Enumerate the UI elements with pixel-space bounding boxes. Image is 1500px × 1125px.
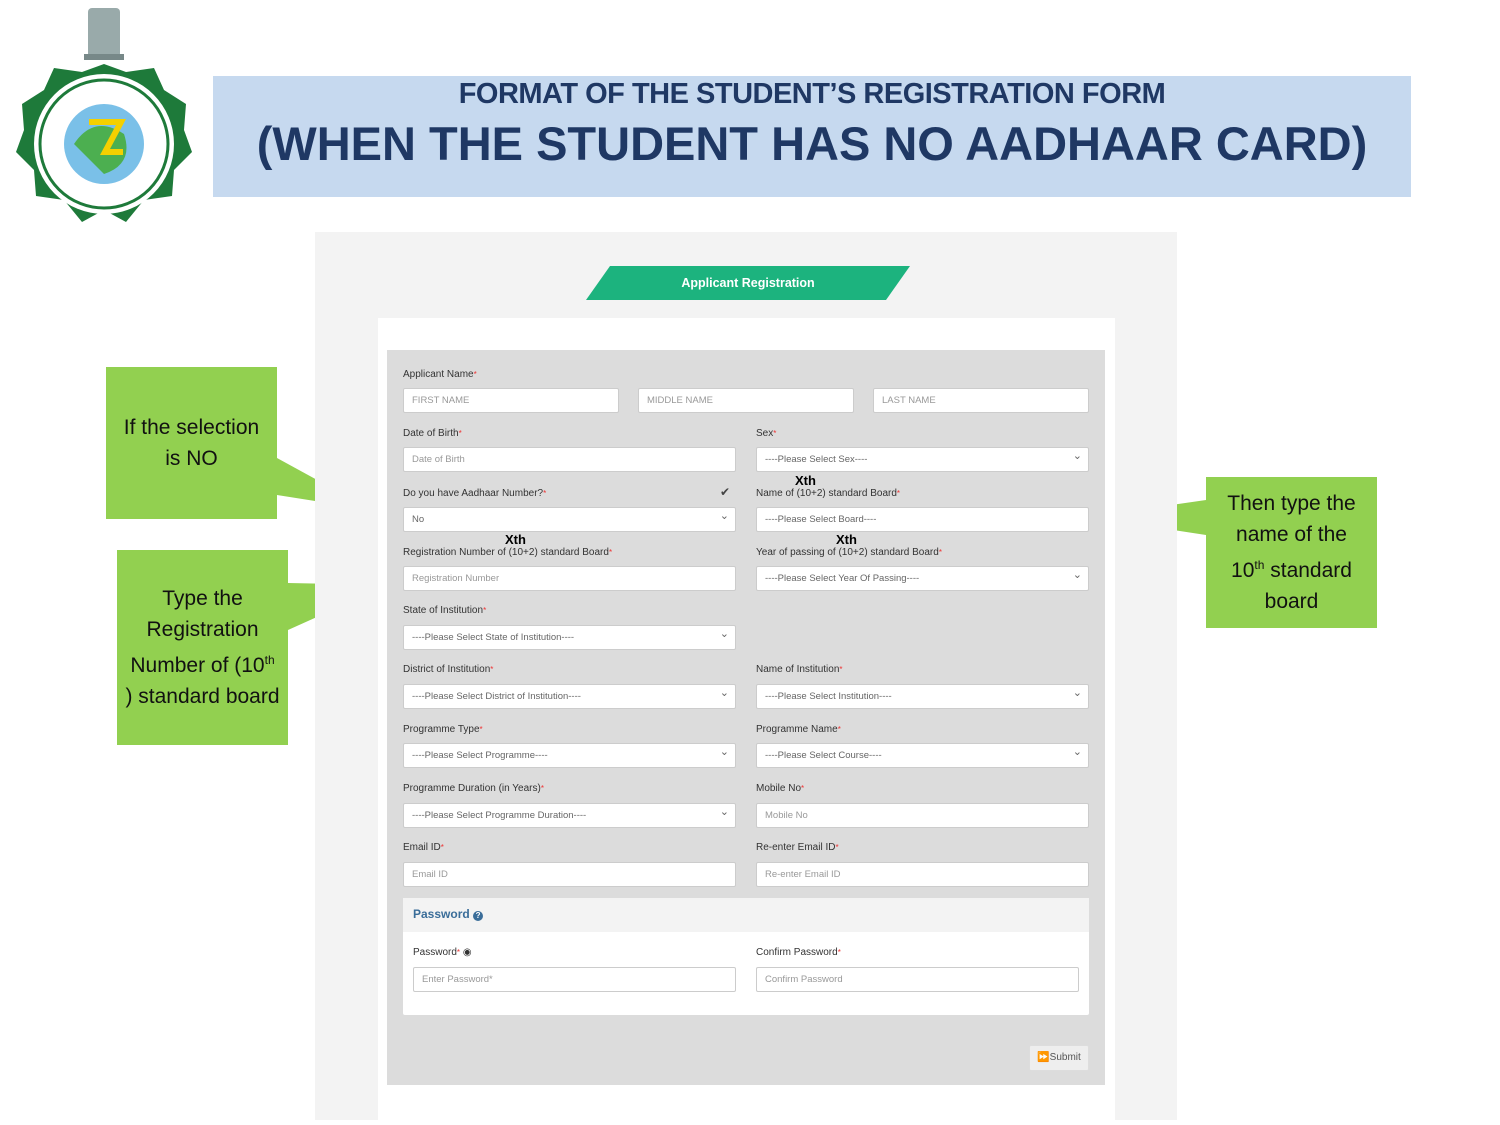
eye-icon[interactable]: ◉ [462,947,472,958]
banner-shape [586,266,910,300]
year-select[interactable]: ----Please Select Year Of Passing---- [756,566,1089,591]
board-name-label: Name of (10+2) standard Board* [756,488,901,499]
dob-input[interactable]: Date of Birth [403,447,736,472]
govt-west-bengal-logo [16,8,192,222]
reemail-input[interactable]: Re-enter Email ID [756,862,1089,887]
check-icon: ✔ [720,485,731,499]
password-section-header: Password ? [403,898,1089,932]
first-name-input[interactable]: FIRST NAME [403,388,619,413]
email-label: Email ID* [403,842,444,853]
district-select[interactable]: ----Please Select District of Institutio… [403,684,736,709]
sex-select[interactable]: ----Please Select Sex---- [756,447,1089,472]
mobile-input[interactable]: Mobile No [756,803,1089,828]
callout-registration-number: Type the Registration Number of (10th ) … [117,550,288,745]
last-name-input[interactable]: LAST NAME [873,388,1089,413]
reg-no-label: Registration Number of (10+2) standard B… [403,547,613,558]
slide-subtitle: (WHEN THE STUDENT HAS NO AADHAAR CARD) [256,117,1368,170]
prog-name-label: Programme Name* [756,724,841,735]
institution-select[interactable]: ----Please Select Institution---- [756,684,1089,709]
confirm-password-input[interactable]: Confirm Password [756,967,1079,992]
prog-type-select[interactable]: ----Please Select Programme---- [403,743,736,768]
xth-overlay: Xth [505,532,526,547]
institution-label: Name of Institution* [756,664,843,675]
duration-select[interactable]: ----Please Select Programme Duration---- [403,803,736,828]
dob-label: Date of Birth* [403,428,462,439]
fast-forward-icon: ⏩ [1037,1052,1050,1063]
submit-button[interactable]: ⏩Submit [1029,1045,1089,1071]
middle-name-input[interactable]: MIDDLE NAME [638,388,854,413]
callout-board-name: Then type the name of the 10th standard … [1206,477,1377,628]
year-label: Year of passing of (10+2) standard Board… [756,547,942,558]
aadhaar-select[interactable]: No [403,507,736,532]
prog-type-label: Programme Type* [403,724,483,735]
mobile-label: Mobile No* [756,783,805,794]
xth-overlay: Xth [836,532,857,547]
slide-title: FORMAT OF THE STUDENT’S REGISTRATION FOR… [458,78,1166,110]
state-select[interactable]: ----Please Select State of Institution--… [403,625,736,650]
registration-banner: Applicant Registration [681,276,815,290]
reemail-label: Re-enter Email ID* [756,842,839,853]
aadhaar-label: Do you have Aadhaar Number?* [403,488,547,499]
district-label: District of Institution* [403,664,494,675]
sex-label: Sex* [756,428,777,439]
help-icon[interactable]: ? [473,911,484,921]
password-label: Password* ◉ [413,947,472,958]
confirm-password-label: Confirm Password* [756,947,841,958]
applicant-name-label: Applicant Name* [403,369,477,380]
xth-overlay: Xth [795,473,816,488]
prog-name-select[interactable]: ----Please Select Course---- [756,743,1089,768]
duration-label: Programme Duration (in Years)* [403,783,544,794]
password-input[interactable]: Enter Password* [413,967,736,992]
callout-selection-no: If the selection is NO [106,367,277,519]
reg-no-input[interactable]: Registration Number [403,566,736,591]
slide-header: FORMAT OF THE STUDENT’S REGISTRATION FOR… [213,76,1411,197]
email-input[interactable]: Email ID [403,862,736,887]
state-label: State of Institution* [403,605,487,616]
board-name-select[interactable]: ----Please Select Board---- [756,507,1089,532]
